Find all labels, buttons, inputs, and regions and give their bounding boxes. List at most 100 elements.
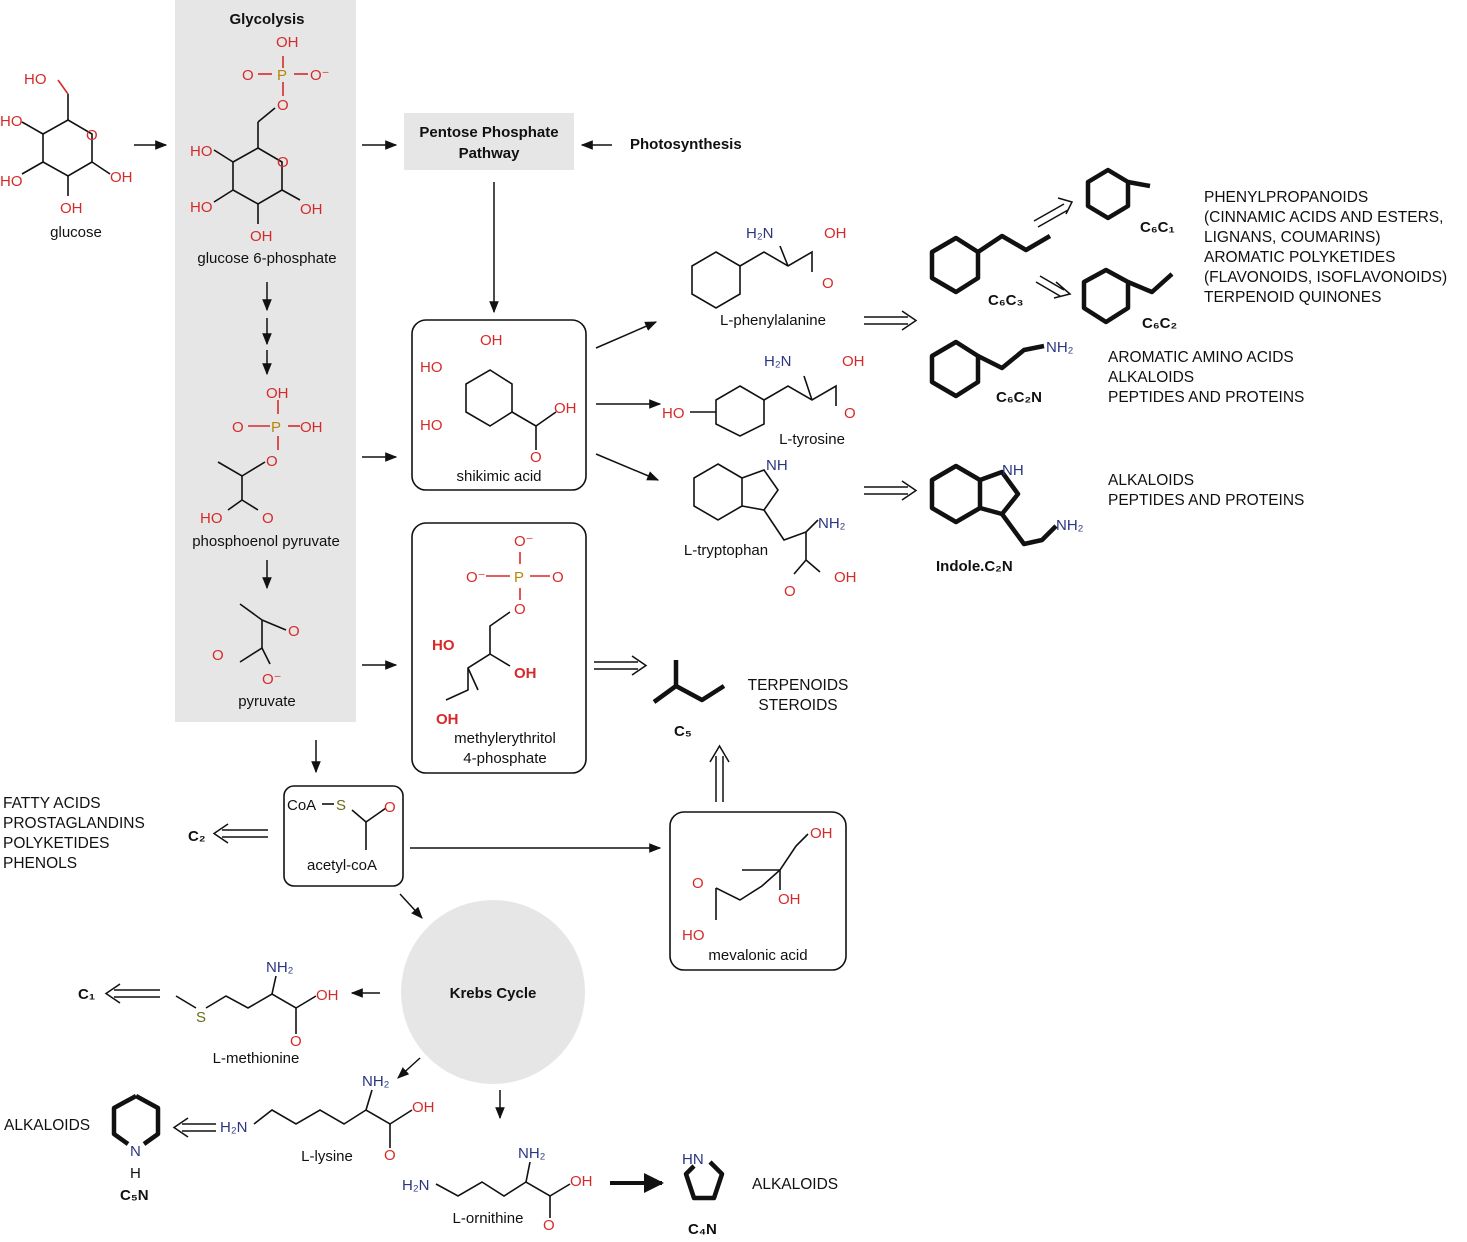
svg-text:O⁻: O⁻ xyxy=(466,569,486,586)
svg-text:O: O xyxy=(552,569,564,586)
svg-text:OH: OH xyxy=(824,225,847,242)
fatty-acid-classes: FATTY ACIDS PROSTAGLANDINS POLYKETIDES P… xyxy=(3,795,145,872)
svg-text:CoA: CoA xyxy=(287,797,316,814)
svg-text:OH: OH xyxy=(842,353,865,370)
c5n-skeleton: N H xyxy=(111,1094,161,1182)
c4n-skeleton: HN xyxy=(682,1151,725,1201)
svg-text:OH: OH xyxy=(480,332,503,349)
pep-label: phosphoenol pyruvate xyxy=(192,533,340,550)
svg-text:HO: HO xyxy=(432,637,455,654)
indole-classes: ALKALOIDS PEPTIDES AND PROTEINS xyxy=(1108,472,1304,509)
svg-text:OH: OH xyxy=(300,419,323,436)
glycolysis-panel xyxy=(175,0,356,722)
svg-text:HO: HO xyxy=(682,927,705,944)
svg-text:O: O xyxy=(784,583,796,600)
svg-text:O: O xyxy=(212,647,224,664)
svg-text:P: P xyxy=(271,419,281,436)
ppp-panel xyxy=(404,113,574,170)
svg-text:POLYKETIDES: POLYKETIDES xyxy=(3,835,110,852)
svg-text:HO: HO xyxy=(190,199,213,216)
svg-text:O⁻: O⁻ xyxy=(310,67,330,84)
glucose-6-phosphate-structure: OH O P O⁻ O O HO HO OH OH xyxy=(190,34,330,245)
svg-text:PEPTIDES AND PROTEINS: PEPTIDES AND PROTEINS xyxy=(1108,389,1304,406)
svg-text:O⁻: O⁻ xyxy=(262,671,282,688)
svg-text:S: S xyxy=(336,797,346,814)
svg-text:NH₂: NH₂ xyxy=(1046,339,1074,356)
svg-text:H₂N: H₂N xyxy=(764,353,792,370)
krebs-cycle-label: Krebs Cycle xyxy=(450,985,537,1002)
svg-text:OH: OH xyxy=(316,987,339,1004)
svg-text:OH: OH xyxy=(110,169,133,186)
mep-box xyxy=(411,522,587,774)
c6c2n-skeleton: NH₂ xyxy=(929,339,1074,399)
phosphoenolpyruvate-structure: OH O P OH O HO O xyxy=(200,385,323,527)
svg-text:(CINNAMIC ACIDS AND ESTERS,: (CINNAMIC ACIDS AND ESTERS, xyxy=(1204,209,1443,226)
svg-text:PROSTAGLANDINS: PROSTAGLANDINS xyxy=(3,815,145,832)
lysine-structure: H₂N NH₂ OH O xyxy=(220,1073,435,1164)
svg-text:HO: HO xyxy=(420,417,443,434)
mep-label-line1: methylerythritol xyxy=(454,730,556,747)
svg-text:OH: OH xyxy=(436,711,459,728)
svg-text:O: O xyxy=(288,623,300,640)
svg-text:O: O xyxy=(844,405,856,422)
svg-text:O: O xyxy=(822,275,834,292)
svg-text:HO: HO xyxy=(190,143,213,160)
svg-text:O⁻: O⁻ xyxy=(514,533,534,550)
alkaloids-lysine-class: ALKALOIDS xyxy=(4,1117,90,1134)
svg-text:NH₂: NH₂ xyxy=(518,1145,546,1162)
svg-text:OH: OH xyxy=(412,1099,435,1116)
svg-text:NH₂: NH₂ xyxy=(266,959,294,976)
svg-text:N: N xyxy=(130,1143,141,1160)
pyruvate-label: pyruvate xyxy=(238,693,296,710)
svg-text:OH: OH xyxy=(514,665,537,682)
svg-text:OH: OH xyxy=(60,200,83,217)
svg-text:O: O xyxy=(290,1033,302,1050)
shikimic-box xyxy=(411,319,587,491)
svg-text:OH: OH xyxy=(554,400,577,417)
svg-text:P: P xyxy=(277,67,287,84)
methionine-structure: S NH₂ OH O xyxy=(175,959,339,1050)
orn-label: L-ornithine xyxy=(453,1210,524,1227)
g6p-label: glucose 6-phosphate xyxy=(197,250,336,267)
svg-text:OH: OH xyxy=(778,891,801,908)
svg-text:HO: HO xyxy=(0,173,23,190)
mep-label-line2: 4-phosphate xyxy=(463,750,546,767)
svg-text:O: O xyxy=(692,875,704,892)
c1-label: C₁ xyxy=(78,986,95,1003)
pathway-arrows xyxy=(134,140,664,1193)
svg-text:OH: OH xyxy=(300,201,323,218)
svg-text:O: O xyxy=(86,127,98,144)
lys-label: L-lysine xyxy=(301,1148,353,1165)
trp-label: L-tryptophan xyxy=(684,542,768,559)
svg-text:OH: OH xyxy=(276,34,299,51)
svg-text:(FLAVONOIDS, ISOFLAVONOIDS): (FLAVONOIDS, ISOFLAVONOIDS) xyxy=(1204,269,1447,286)
svg-text:O: O xyxy=(384,799,396,816)
ppp-title-line1: Pentose Phosphate xyxy=(419,124,558,141)
svg-text:O: O xyxy=(277,154,289,171)
svg-text:O: O xyxy=(242,67,254,84)
svg-text:OH: OH xyxy=(250,228,273,245)
phe-label: L-phenylalanine xyxy=(720,312,826,329)
svg-text:HO: HO xyxy=(200,510,223,527)
svg-text:STEROIDS: STEROIDS xyxy=(758,697,837,714)
ppp-title-line2: Pathway xyxy=(459,145,521,162)
shikimic-label: shikimic acid xyxy=(456,468,541,485)
acetylcoa-structure: CoA S O xyxy=(287,797,396,850)
svg-text:O: O xyxy=(514,601,526,618)
ornithine-structure: H₂N NH₂ OH O xyxy=(402,1145,593,1234)
alkaloids-ornithine-class: ALKALOIDS xyxy=(752,1176,838,1193)
svg-text:NH₂: NH₂ xyxy=(818,515,846,532)
svg-text:O: O xyxy=(277,97,289,114)
c2-label: C₂ xyxy=(188,828,206,845)
phenylpropanoids-classes: PHENYLPROPANOIDS (CINNAMIC ACIDS AND EST… xyxy=(1204,189,1447,306)
c6c3-skeleton xyxy=(929,233,1052,295)
phenylalanine-structure: H₂N OH O xyxy=(691,225,847,309)
svg-text:P: P xyxy=(514,569,524,586)
svg-text:OH: OH xyxy=(266,385,289,402)
svg-text:TERPENOID QUINONES: TERPENOID QUINONES xyxy=(1204,289,1381,306)
svg-text:PHENYLPROPANOIDS: PHENYLPROPANOIDS xyxy=(1204,189,1368,206)
c5n-label: C₅N xyxy=(120,1187,149,1204)
glucose-structure: HO O HO HO OH OH xyxy=(0,71,133,217)
acetylcoa-label: acetyl-coA xyxy=(307,857,377,874)
